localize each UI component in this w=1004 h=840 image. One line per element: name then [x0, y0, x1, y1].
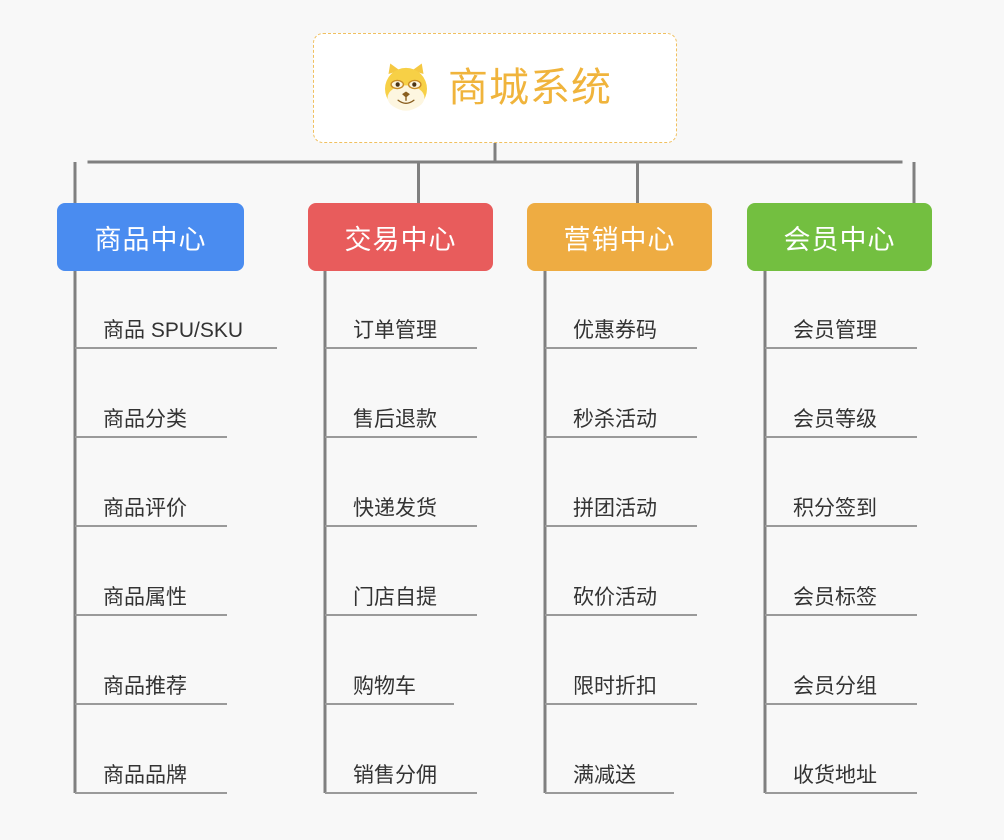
root-title: 商城系统 — [448, 66, 612, 110]
category-box-4[interactable]: 会员中心 — [747, 203, 932, 271]
leaf-item[interactable]: 快递发货 — [353, 497, 437, 520]
leaf-item[interactable]: 限时折扣 — [573, 675, 657, 698]
leaf-item[interactable]: 商品评价 — [103, 497, 187, 520]
leaf-item[interactable]: 订单管理 — [353, 319, 437, 342]
leaf-item[interactable]: 商品属性 — [103, 586, 187, 609]
shiba-dog-emoji-icon — [385, 63, 427, 111]
leaf-item[interactable]: 商品推荐 — [103, 675, 187, 698]
leaf-item[interactable]: 商品品牌 — [103, 764, 187, 787]
leaf-item[interactable]: 购物车 — [353, 675, 416, 698]
leaf-item[interactable]: 会员标签 — [793, 586, 877, 609]
category-box-1[interactable]: 商品中心 — [57, 203, 244, 271]
leaf-item[interactable]: 会员分组 — [793, 675, 877, 698]
leaf-item[interactable]: 门店自提 — [353, 586, 437, 609]
leaf-item[interactable]: 满减送 — [573, 764, 636, 787]
leaf-item[interactable]: 商品 SPU/SKU — [103, 319, 244, 342]
leaf-item[interactable]: 商品分类 — [103, 408, 187, 431]
leaf-item[interactable]: 砍价活动 — [573, 586, 657, 609]
root-node[interactable]: 商城系统 — [313, 33, 677, 143]
leaf-item[interactable]: 收货地址 — [793, 764, 877, 787]
leaf-item[interactable]: 积分签到 — [793, 497, 877, 520]
leaf-item[interactable]: 拼团活动 — [573, 497, 657, 520]
leaf-item[interactable]: 会员等级 — [793, 408, 877, 431]
leaf-item[interactable]: 销售分佣 — [353, 764, 437, 787]
leaf-item[interactable]: 秒杀活动 — [573, 408, 657, 431]
category-box-2[interactable]: 交易中心 — [308, 203, 493, 271]
leaf-item[interactable]: 会员管理 — [793, 319, 877, 342]
leaf-item[interactable]: 优惠券码 — [573, 319, 657, 342]
leaf-item[interactable]: 售后退款 — [353, 408, 437, 431]
category-box-3[interactable]: 营销中心 — [527, 203, 712, 271]
